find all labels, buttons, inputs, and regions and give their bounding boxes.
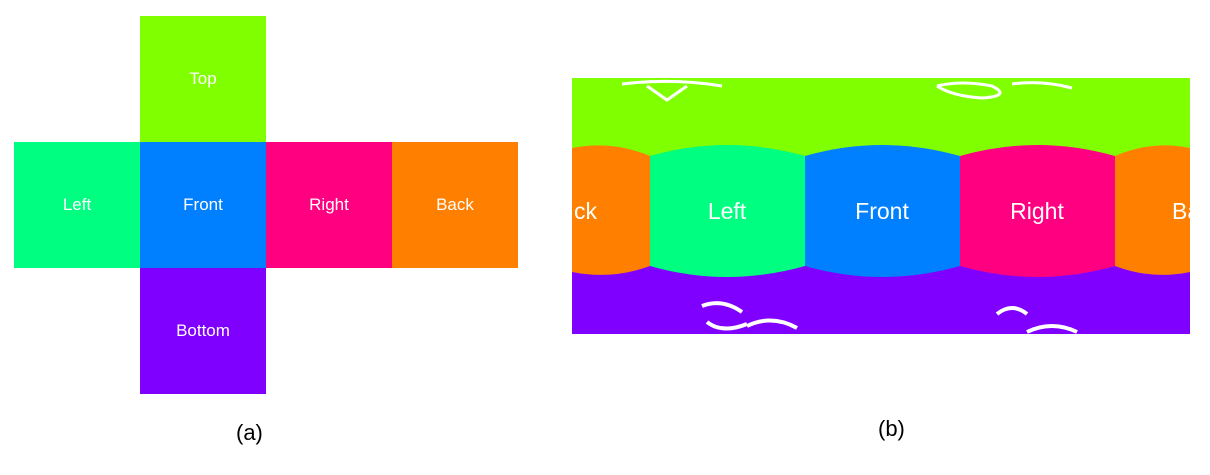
- pano-label-back-right: Ba: [1172, 198, 1190, 224]
- cube-face-bottom: Bottom: [140, 268, 266, 394]
- pano-label-right: Right: [1010, 198, 1064, 224]
- cube-face-top: Top: [140, 16, 266, 142]
- pano-label-front: Front: [855, 198, 909, 224]
- face-label-right: Right: [309, 195, 349, 214]
- cube-face-back: Back: [392, 142, 518, 268]
- face-label-bottom: Bottom: [176, 321, 230, 340]
- caption-a: (a): [236, 420, 263, 445]
- cube-face-front: Front: [140, 142, 266, 268]
- cube-face-right: Right: [266, 142, 392, 268]
- pano-label-left: Left: [708, 198, 747, 224]
- pano-face-right: [960, 145, 1115, 277]
- pano-face-back-right: [1115, 145, 1190, 275]
- face-label-back: Back: [436, 195, 474, 214]
- pano-top-edge: [572, 74, 1190, 78]
- pano-top-distorted-glyphs: [621, 79, 1073, 102]
- equirectangular-panorama: ck Left Front Right Ba: [572, 74, 1190, 348]
- face-label-top: Top: [189, 69, 217, 88]
- pano-face-front: [805, 145, 960, 277]
- pano-label-back-left: ck: [574, 198, 598, 224]
- pano-bottom-edge: [572, 334, 1190, 348]
- face-label-front: Front: [183, 195, 223, 214]
- pano-face-left: [650, 145, 805, 277]
- caption-b: (b): [878, 416, 905, 441]
- face-label-left: Left: [62, 195, 92, 214]
- pano-face-back-left: [572, 145, 650, 275]
- pano-bottom-distorted-glyphs: [701, 301, 1078, 334]
- cube-face-left: Left: [14, 142, 140, 268]
